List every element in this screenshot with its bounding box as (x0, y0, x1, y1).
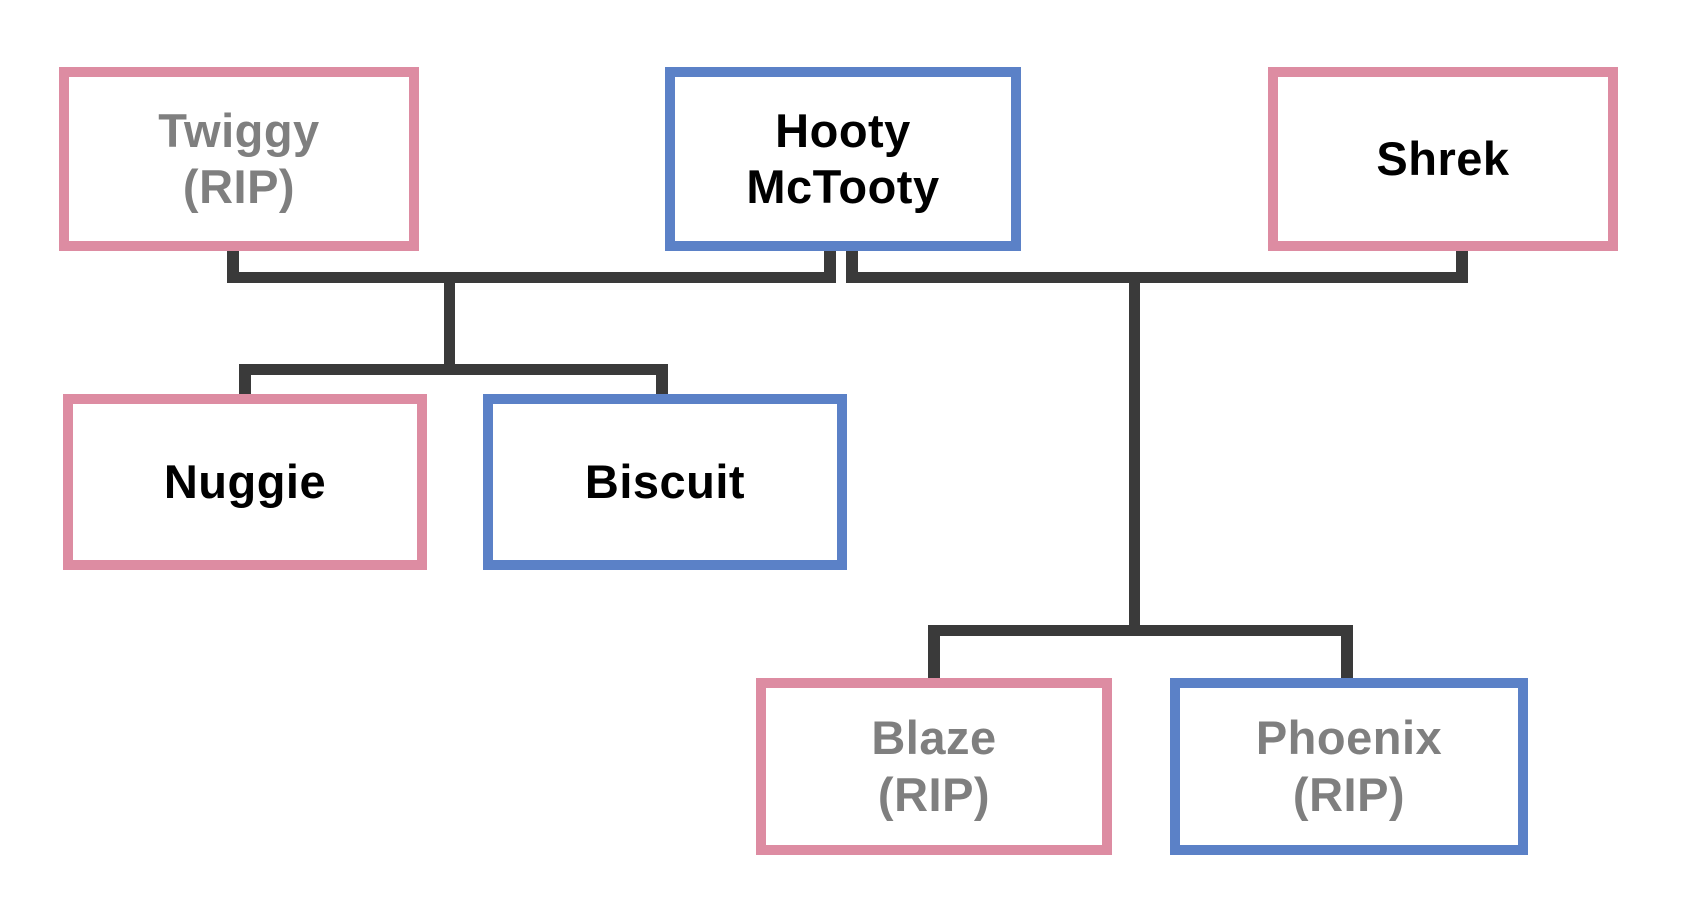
tree-node-phoenix: Phoenix (RIP) (1170, 678, 1528, 855)
child-stub-nuggie (239, 364, 251, 394)
parent-stub-shrek (1456, 250, 1468, 283)
descent-line-left-family (444, 272, 455, 375)
child-stub-biscuit (656, 364, 668, 394)
node-label: Shrek (1376, 131, 1510, 185)
node-label: Hooty (775, 103, 911, 157)
tree-node-biscuit: Biscuit (483, 394, 847, 570)
node-label: Biscuit (584, 454, 746, 508)
parent-stub-hooty-left (824, 250, 836, 283)
couple-line-hooty-shrek (846, 272, 1468, 283)
node-status-label: (RIP) (1292, 767, 1406, 821)
node-label: McTooty (746, 160, 940, 213)
couple-line-twiggy-hooty (227, 272, 836, 283)
sibling-line-left-family (239, 364, 668, 375)
descent-line-right-family (1129, 272, 1140, 632)
tree-node-hooty-mctooty: Hooty McTooty (665, 67, 1021, 251)
node-label: Nuggie (163, 454, 327, 508)
node-status-label: (RIP) (182, 160, 296, 213)
tree-node-shrek: Shrek (1268, 67, 1618, 251)
tree-node-twiggy: Twiggy (RIP) (59, 67, 419, 251)
node-status-label: (RIP) (877, 767, 991, 821)
child-stub-phoenix (1341, 625, 1353, 678)
tree-node-nuggie: Nuggie (63, 394, 427, 570)
node-label: Phoenix (1255, 711, 1443, 765)
node-label: Blaze (871, 711, 997, 765)
child-stub-blaze (928, 625, 940, 678)
tree-node-blaze: Blaze (RIP) (756, 678, 1112, 855)
sibling-line-right-family (928, 625, 1353, 636)
node-label: Twiggy (158, 103, 320, 157)
